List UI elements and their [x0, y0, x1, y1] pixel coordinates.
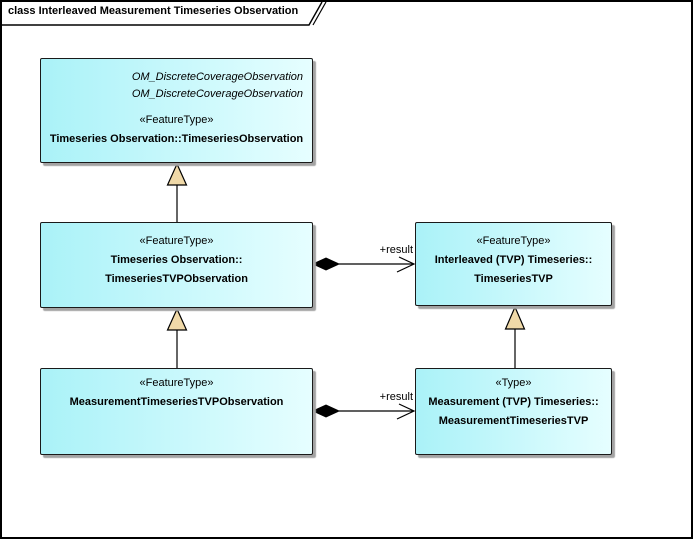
generalization-connector-left-upper[interactable]: [166, 162, 188, 222]
composition-connector-mid[interactable]: [311, 256, 416, 273]
class-timeseries-tvp[interactable]: «FeatureType» Interleaved (TVP) Timeseri…: [415, 222, 612, 306]
composition-connector-bottom[interactable]: [311, 403, 416, 420]
generalization-arrowhead-icon: [166, 162, 188, 186]
stereotype-label: «FeatureType»: [139, 377, 214, 389]
composition-diamond-icon: [311, 404, 341, 418]
class-timeseries-observation[interactable]: OM_DiscreteCoverageObservation OM_Discre…: [40, 58, 313, 163]
stereotype-label: «FeatureType»: [139, 114, 214, 126]
class-name: Timeseries Observation::TimeseriesObserv…: [49, 133, 304, 145]
generalization-arrowhead-icon: [166, 307, 188, 331]
composition-diamond-icon: [311, 257, 341, 271]
stereotype-label: «FeatureType»: [139, 235, 214, 247]
class-measurement-timeseries-tvp-observation[interactable]: «FeatureType» MeasurementTimeseriesTVPOb…: [40, 368, 313, 455]
parent-class-annotation: OM_DiscreteCoverageObservation: [131, 71, 303, 83]
generalization-arrowhead-icon: [504, 305, 526, 330]
class-name: Interleaved (TVP) Timeseries::: [434, 254, 593, 266]
class-measurement-timeseries-tvp[interactable]: «Type» Measurement (TVP) Timeseries:: Me…: [415, 368, 612, 455]
parent-annotations: OM_DiscreteCoverageObservation OM_Discre…: [41, 64, 312, 103]
open-arrowhead-icon: [396, 403, 416, 420]
class-name: Measurement (TVP) Timeseries::: [428, 396, 599, 408]
diagram-title-tab: [2, 1, 327, 26]
diagram-title: class Interleaved Measurement Timeseries…: [8, 5, 299, 17]
role-label-result-bottom: +result: [379, 391, 413, 403]
open-arrowhead-icon: [396, 256, 416, 273]
generalization-connector-left-lower[interactable]: [166, 307, 188, 368]
class-name: TimeseriesTVP: [474, 273, 553, 285]
parent-class-annotation: OM_DiscreteCoverageObservation: [131, 88, 303, 100]
class-timeseries-tvp-observation[interactable]: «FeatureType» Timeseries Observation:: T…: [40, 222, 313, 308]
class-name: MeasurementTimeseriesTVPObservation: [69, 396, 284, 408]
role-label-result-mid: +result: [379, 244, 413, 256]
class-name: MeasurementTimeseriesTVP: [438, 415, 589, 427]
stereotype-label: «FeatureType»: [476, 235, 551, 247]
class-name: TimeseriesTVPObservation: [105, 273, 248, 285]
class-name: Timeseries Observation::: [110, 254, 243, 266]
stereotype-label: «Type»: [495, 377, 532, 389]
generalization-connector-right[interactable]: [504, 305, 526, 368]
